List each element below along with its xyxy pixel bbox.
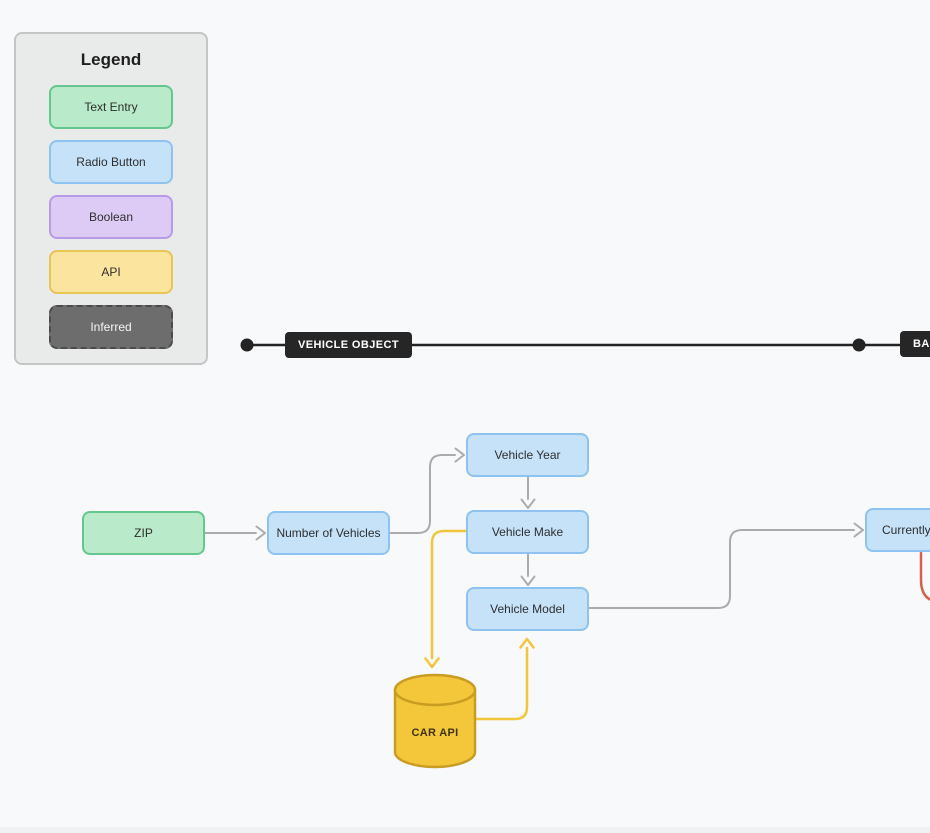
timeline-label-base[interactable]: BASE xyxy=(900,331,930,357)
node-number-of-vehicles[interactable]: Number of Vehicles xyxy=(267,511,390,555)
node-label: ZIP xyxy=(134,526,153,540)
car-api-cylinder-body[interactable] xyxy=(393,690,477,769)
legend-item-inferred[interactable]: Inferred xyxy=(49,305,173,349)
edge-vehicle-make-to-car-api xyxy=(424,529,468,669)
node-vehicle-model[interactable]: Vehicle Model xyxy=(466,587,589,631)
legend-item-label: Inferred xyxy=(90,320,132,334)
timeline-mid-dot[interactable] xyxy=(852,338,866,352)
legend-item-label: Radio Button xyxy=(76,155,146,169)
edge-vehicle-make-to-vehicle-model xyxy=(520,553,536,586)
car-api-node[interactable] xyxy=(393,673,477,769)
legend-item-label: API xyxy=(101,265,121,279)
edge-vehicle-model-to-currently xyxy=(588,522,864,609)
node-label: Vehicle Model xyxy=(490,602,565,616)
legend-item-boolean[interactable]: Boolean xyxy=(49,195,173,239)
timeline-label-vehicle-object[interactable]: VEHICLE OBJECT xyxy=(285,332,412,358)
node-label: Vehicle Year xyxy=(494,448,561,462)
edge-zip-to-number-of-vehicles xyxy=(204,525,266,541)
node-zip[interactable]: ZIP xyxy=(82,511,205,555)
node-vehicle-year[interactable]: Vehicle Year xyxy=(466,433,589,477)
car-api-cylinder-top[interactable] xyxy=(393,673,477,707)
car-api-label: CAR API xyxy=(411,727,459,739)
legend-item-label: Boolean xyxy=(88,210,134,224)
legend-item-label: Text Entry xyxy=(84,100,138,114)
node-label: Number of Vehicles xyxy=(276,526,381,540)
legend-title: Legend xyxy=(80,50,142,69)
node-label: Currently xyxy=(882,523,930,537)
timeline-start-dot[interactable] xyxy=(240,338,254,352)
edge-vehicle-year-to-vehicle-make xyxy=(520,476,536,509)
node-label: Vehicle Make xyxy=(491,525,564,539)
legend-item-api[interactable]: API xyxy=(49,250,173,294)
node-currently[interactable]: Currently xyxy=(865,508,930,552)
edge-number-of-vehicles-to-vehicle-year xyxy=(389,447,465,534)
canvas-bottom-edge xyxy=(0,827,930,833)
legend-item-radio-button[interactable]: Radio Button xyxy=(49,140,173,184)
node-vehicle-make[interactable]: Vehicle Make xyxy=(466,510,589,554)
legend-panel: Legend Text Entry Radio Button Boolean A… xyxy=(14,32,208,365)
legend-item-text-entry[interactable]: Text Entry xyxy=(49,85,173,129)
edge-car-api-to-vehicle-model xyxy=(472,637,535,721)
edge-currently-offscreen xyxy=(919,551,930,601)
